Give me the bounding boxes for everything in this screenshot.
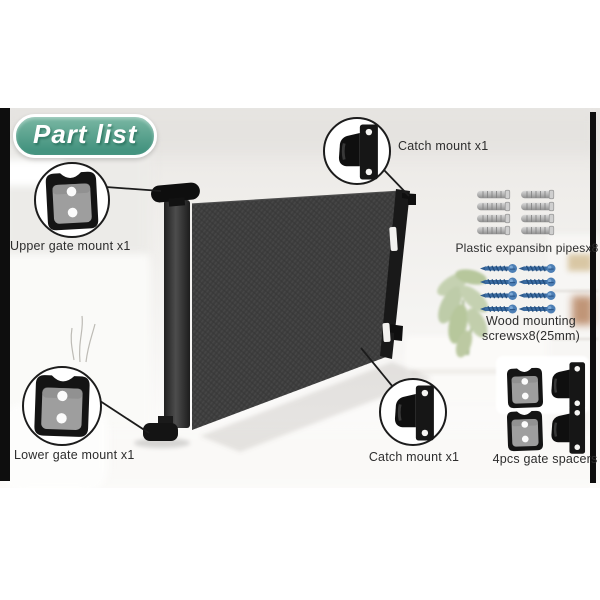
- room-shelf-line-2: [552, 338, 598, 340]
- label-lower-gate-mount: Lower gate mount x1: [14, 448, 135, 462]
- upper-gate-mount-icon: [45, 171, 99, 231]
- gate-latch-slot-bottom: [382, 322, 391, 343]
- spacer-catch-1: [550, 360, 587, 412]
- gate-shadow: [200, 362, 432, 452]
- spacer-plate-2: [506, 410, 544, 452]
- gate-latch-hook-top: [402, 193, 416, 205]
- gate-foot: [143, 423, 178, 441]
- spacer-plate-1: [506, 367, 544, 409]
- letterbox-bar-left: [0, 108, 10, 481]
- label-expansion-pipes: Plastic expansibn pipesx8: [455, 241, 599, 255]
- callout-lines: [96, 169, 410, 434]
- callout-line-catch-top: [383, 169, 410, 197]
- gate-pole: [164, 200, 190, 428]
- label-wood-screws: Wood mounting screwsx8(25mm): [482, 314, 580, 344]
- label-upper-gate-mount: Upper gate mount x1: [10, 239, 131, 253]
- label-gate-spacers: 4pcs gate spacers: [492, 452, 598, 466]
- retractable-gate-illustration: [134, 182, 432, 452]
- part-list-badge: Part list: [13, 114, 158, 158]
- room-shelf-box-beige: [568, 254, 592, 271]
- gate-latch-bar: [380, 189, 410, 359]
- lower-gate-mount-icon: [34, 374, 90, 438]
- callout-lower-gate-mount: [22, 366, 102, 446]
- twigs-icon: [70, 315, 96, 363]
- gate-mesh-texture: [192, 191, 402, 430]
- wood-screws-illustration: [479, 263, 557, 315]
- part-list-badge-label: Part list: [33, 119, 138, 149]
- spacer-catch-2: [550, 404, 587, 456]
- callout-line-lower-mount: [96, 398, 150, 434]
- label-wood-screws-line2: screwsx8(25mm): [482, 329, 580, 343]
- room-shelf-box-brown: [572, 296, 593, 325]
- callout-catch-mount-top: [323, 117, 391, 185]
- gate-mesh-top-edge: [191, 190, 403, 205]
- gate-spacers-illustration: [506, 360, 587, 456]
- label-wood-screws-line1: Wood mounting: [486, 314, 576, 328]
- room-shelf-line-1: [552, 290, 598, 292]
- plant-icon: [437, 269, 489, 358]
- callout-upper-gate-mount: [34, 162, 110, 238]
- callout-catch-mount-bottom: [379, 378, 447, 446]
- letterbox-bar-right: [590, 112, 596, 483]
- gate-latch-hook-bottom: [388, 324, 403, 341]
- callout-line-catch-bottom: [360, 347, 394, 388]
- label-catch-mount-bottom: Catch mount x1: [368, 450, 460, 464]
- callout-line-upper-mount: [105, 186, 162, 192]
- gate-cap: [151, 182, 200, 207]
- label-catch-mount-top: Catch mount x1: [398, 139, 489, 153]
- gate-latch-slot-top: [389, 226, 398, 252]
- expansion-pipes-illustration: [476, 189, 555, 236]
